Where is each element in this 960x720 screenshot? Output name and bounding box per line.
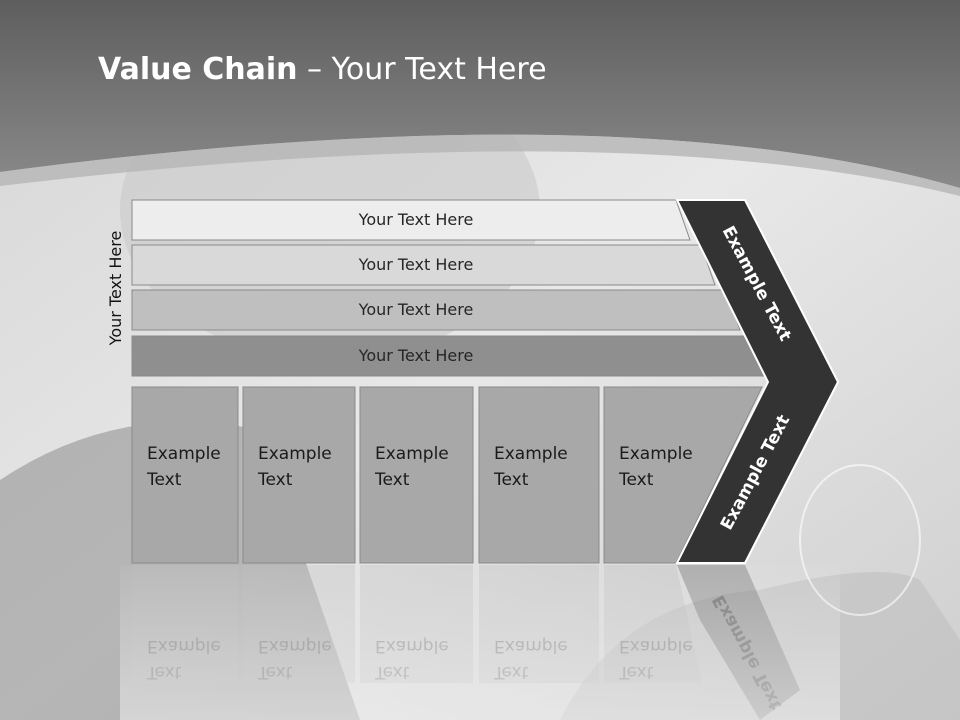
column-label-line1-2: Example [258,444,332,464]
column-4 [478,386,600,564]
slide-title-bold: Value Chain [98,52,298,87]
column-2 [242,386,356,564]
bar-2 [131,244,716,286]
background-earphone-loop [799,464,921,616]
column-3 [359,386,474,564]
header-band [0,0,960,188]
bar-1 [131,199,691,241]
column-1 [131,386,239,564]
bar-label-2: Your Text Here [358,255,474,274]
bar-label-4: Your Text Here [358,346,474,365]
bar-3 [131,289,741,331]
column-label-line2-5: Text [618,470,654,490]
bar-label-1: Your Text Here [358,210,474,229]
reflection-fade [120,565,840,720]
bar-label-3: Your Text Here [358,300,474,319]
side-label: Your Text Here [106,231,125,347]
column-label-line2-2: Text [257,470,293,490]
column-label-line1-1: Example [147,444,221,464]
column-label-line2-3: Text [374,470,410,490]
column-label-line2-1: Text [146,470,182,490]
header-swoosh [0,134,960,196]
column-label-line2-4: Text [493,470,529,490]
column-label-line1-3: Example [375,444,449,464]
chevron-arrow [675,199,840,564]
column-label-line1-5: Example [619,444,693,464]
column-label-line1-4: Example [494,444,568,464]
slide-title-rest: – Your Text Here [297,52,547,87]
slide-title: Value Chain – Your Text Here [98,52,547,87]
